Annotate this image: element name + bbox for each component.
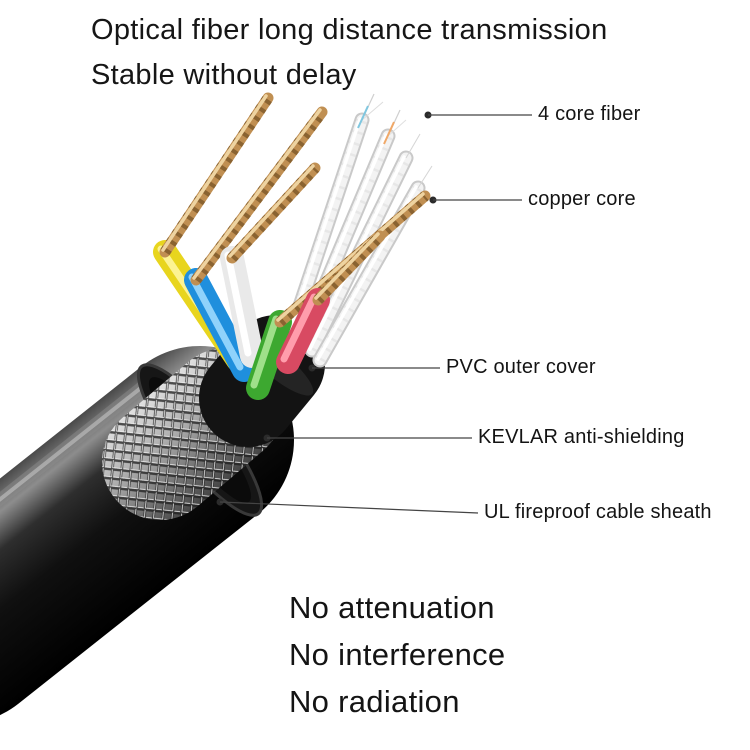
copper-sheen <box>228 164 315 258</box>
wire-red-highlight <box>280 293 318 363</box>
copper-strand <box>312 230 386 306</box>
wire-green-highlight <box>250 315 280 389</box>
leader-line <box>219 501 479 514</box>
leader-pvc-outer-cover <box>308 364 440 372</box>
copper-twist <box>227 164 320 262</box>
callout-ul-fireproof-cable-sheath: UL fireproof cable sheath <box>484 501 712 524</box>
feature-no-interference: No interference <box>289 637 506 672</box>
callout-copper-core: copper core <box>528 188 636 211</box>
copper-sheen <box>192 108 322 280</box>
copper-twist <box>276 191 429 327</box>
wire-white-highlight <box>224 251 252 357</box>
feature-list: No attenuation No interference No radiat… <box>289 584 505 725</box>
wire-blue-highlight <box>188 273 244 371</box>
headline-line-1: Optical fiber long distance transmission <box>91 14 608 46</box>
feature-no-radiation: No radiation <box>289 684 460 719</box>
copper-twist <box>160 94 273 256</box>
wire-red-tube <box>276 288 330 374</box>
headline-line-2: Stable without delay <box>91 59 357 91</box>
leader-kevlar-anti-shielding <box>263 434 472 442</box>
leader-copper-core <box>429 196 522 204</box>
callout-4-core-fiber: 4 core fiber <box>538 103 641 126</box>
leader-lines <box>216 111 532 514</box>
feature-no-attenuation: No attenuation <box>289 590 495 625</box>
headline: Optical fiber long distance transmission… <box>91 8 608 98</box>
leader-4-core-fiber <box>424 111 532 119</box>
callout-pvc-outer-cover: PVC outer cover <box>446 356 596 379</box>
fiber-strands <box>357 93 433 189</box>
sheath-sheen-core <box>0 385 144 502</box>
wire-green-tube <box>246 310 292 400</box>
wire-white <box>220 162 321 368</box>
copper-strand <box>190 106 328 286</box>
copper-sheen <box>161 94 268 252</box>
callout-kevlar-anti-shielding: KEVLAR anti-shielding <box>478 426 685 449</box>
wire-red <box>276 230 386 374</box>
wire-blue <box>184 106 328 382</box>
copper-sheen <box>314 232 380 300</box>
leader-ul-fireproof-cable-sheath <box>216 498 479 514</box>
copper-sheen <box>276 192 425 322</box>
